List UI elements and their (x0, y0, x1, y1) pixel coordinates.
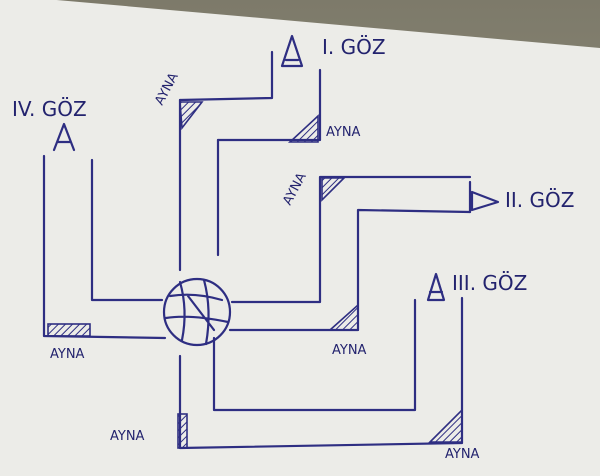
mirror-label: AYNA (445, 447, 480, 462)
drawing-lines (42, 50, 472, 450)
eye-label-4: IV. GÖZ (12, 97, 87, 121)
mirror-marks (47, 101, 463, 449)
eye-label-1: I. GÖZ (322, 35, 386, 59)
eye-marks (52, 34, 500, 302)
central-object (162, 277, 232, 347)
mirror-label: AYNA (110, 429, 145, 444)
eye-label-3: III. GÖZ (452, 271, 527, 295)
mirror-label: AYNA (326, 125, 361, 140)
mirror-label: AYNA (332, 343, 367, 358)
eye-label-2: II. GÖZ (505, 188, 574, 212)
mirror-label: AYNA (50, 347, 85, 362)
